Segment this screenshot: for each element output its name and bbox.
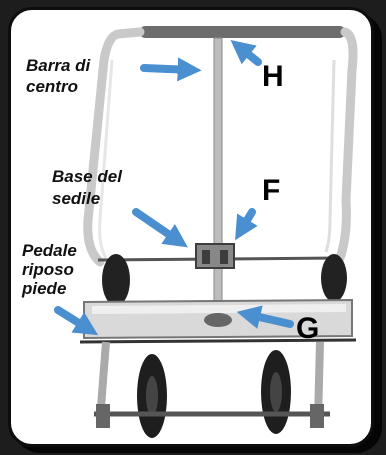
left-frame-tube-inner (98, 59, 114, 259)
letter-f: F (262, 174, 281, 207)
arrow-pedale (54, 306, 99, 336)
label-base-del-sedile-line2: sedile (52, 189, 101, 208)
left-frame-tube (83, 27, 145, 267)
right-side-wheel (321, 254, 347, 302)
arrow-h (230, 40, 262, 66)
right-frame-tube-inner (324, 59, 336, 253)
right-frame-tube (335, 27, 358, 263)
center-bar (213, 37, 223, 324)
left-side-wheel (102, 254, 130, 306)
letter-g: G (296, 312, 320, 345)
label-pedale-line3: piede (22, 279, 67, 298)
arrow-f (235, 208, 258, 241)
arrow-g (236, 305, 294, 329)
label-base-del-sedile-line1: Base del (52, 167, 122, 186)
arrow-barra-di-centro (140, 57, 202, 82)
label-barra-di-centro-line1: Barra di (26, 56, 91, 75)
footrest-clip (204, 313, 232, 327)
letter-h: H (262, 60, 284, 93)
top-handle-bar (140, 26, 345, 38)
seat-clamp (195, 243, 235, 269)
arrow-base-del-sedile (132, 208, 188, 248)
label-pedale-line1: Pedale (22, 241, 77, 260)
label-barra-di-centro-line2: centro (26, 77, 78, 96)
label-pedale-line2: riposo (22, 260, 74, 279)
